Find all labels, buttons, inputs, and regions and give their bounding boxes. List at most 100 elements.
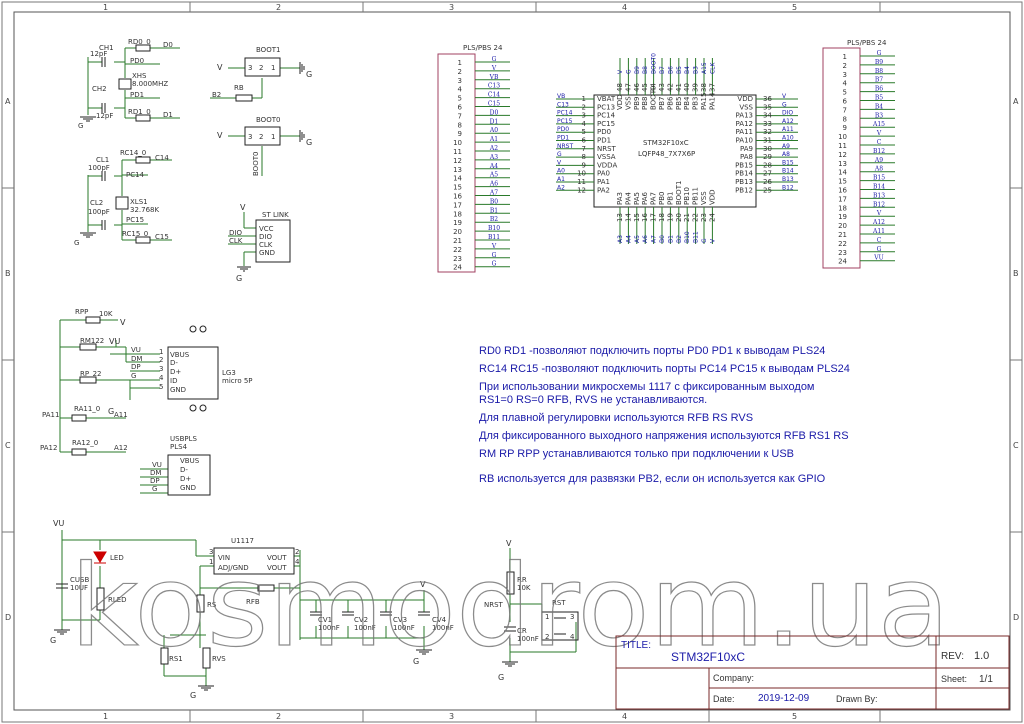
cr-value: 100nF bbox=[517, 635, 539, 643]
usb-pin-3: 3 bbox=[159, 365, 163, 373]
ch2-value: 12pF bbox=[96, 112, 113, 120]
mcu-pin-num-35: 35 bbox=[763, 103, 772, 111]
mcu-pin-pb14: PB14 bbox=[735, 170, 753, 178]
mcu-net-11: A1 bbox=[557, 176, 565, 183]
header-right-net-1: G bbox=[877, 50, 882, 57]
header-left-net-10: A1 bbox=[489, 136, 498, 143]
title-value: STM32F10xC bbox=[671, 650, 746, 664]
boot-v1: V bbox=[217, 63, 223, 72]
mcu-pin-vdd: VDD bbox=[616, 94, 624, 110]
rc14-label: RC14_0 bbox=[120, 149, 146, 157]
header-right-pin-18: 18 bbox=[838, 204, 847, 212]
mcu-net-4: PC15 bbox=[557, 118, 573, 125]
stlink-pin-clk: CLK bbox=[259, 241, 273, 249]
rst-pin-1: 1 bbox=[545, 613, 549, 621]
cv1-value: 100nF bbox=[318, 624, 340, 632]
cv4-label: CV4 bbox=[432, 616, 447, 624]
header-left-net-13: A4 bbox=[489, 163, 498, 170]
mcu-pin-num-46: 46 bbox=[633, 83, 641, 92]
pwr-g1: G bbox=[50, 636, 56, 645]
osc1-gnd: G bbox=[78, 122, 83, 130]
usb-pin-dm: D- bbox=[170, 359, 178, 367]
pls-pin-dp: D+ bbox=[180, 475, 191, 483]
mcu-pin-num-5: 5 bbox=[582, 128, 586, 136]
mcu-pin-pb3: PB3 bbox=[692, 97, 700, 110]
cl1-value: 100pF bbox=[88, 164, 110, 172]
mcu-pin-num-2: 2 bbox=[582, 103, 586, 111]
mcu-net-7: NRST bbox=[557, 143, 573, 150]
row-label-a-r: A bbox=[1013, 97, 1019, 106]
mcu-net-5: PD0 bbox=[557, 126, 569, 133]
ch1-value: 12pF bbox=[90, 50, 107, 58]
mcu-net-38: A15 bbox=[701, 62, 708, 74]
header-right-net-13: A9 bbox=[874, 157, 883, 164]
header-left-net-3: VB bbox=[489, 74, 499, 81]
mcu-pin-vbat: VBAT bbox=[597, 95, 616, 103]
mcu-net-6: PD1 bbox=[557, 135, 569, 142]
sheet-label: Sheet: bbox=[941, 674, 968, 684]
power-block: VU CUSB 10UF LED RLED U1117 VIN ADJ/GND … bbox=[50, 519, 454, 700]
header-left-title: PLS/PBS 24 bbox=[463, 44, 503, 52]
usbpls-label: USBPLS bbox=[170, 435, 197, 443]
mcu-pin-pc15: PC15 bbox=[597, 120, 615, 128]
header-right-net-19: V bbox=[876, 210, 882, 217]
mcu-pin-num-11: 11 bbox=[577, 178, 586, 186]
rev-label: REV: bbox=[941, 651, 964, 662]
boot0-net: BOOT0 bbox=[252, 152, 260, 176]
header-right-net-18: B12 bbox=[873, 201, 885, 208]
boot0-label: BOOT0 bbox=[256, 116, 280, 124]
mcu-pin-vss: VSS bbox=[739, 103, 753, 111]
rpp-label: RPP bbox=[75, 308, 88, 316]
mcu-pin-pa13: PA13 bbox=[736, 112, 753, 120]
header-right-net-5: B6 bbox=[875, 86, 883, 93]
row-label-b-r: B bbox=[1013, 269, 1019, 278]
mcu-net-43: B7 bbox=[659, 66, 666, 74]
boot1-label: BOOT1 bbox=[256, 46, 280, 54]
mcu-pin-pb8: PB8 bbox=[641, 97, 649, 110]
pls4-label: PLS4 bbox=[170, 443, 188, 451]
rvs-label: RVS bbox=[212, 655, 226, 663]
usb-pin-gnd: GND bbox=[170, 386, 186, 394]
rd1-label: RD1_0 bbox=[128, 108, 151, 116]
hse-oscillator-block bbox=[87, 47, 180, 119]
header-right-net-4: B7 bbox=[875, 77, 883, 84]
header-left-pin-22: 22 bbox=[453, 246, 462, 254]
header-right-pin-2: 2 bbox=[843, 62, 847, 70]
note-rb: RB используется для развязки PB2, если о… bbox=[479, 473, 826, 485]
note-usb: RM RP RPP устанавливаются только при под… bbox=[479, 448, 794, 460]
header-left-net-21: B11 bbox=[488, 234, 500, 241]
mcu-pin-num-38: 38 bbox=[700, 83, 708, 92]
mcu-pin-vdd: VDD bbox=[708, 189, 716, 205]
mcu-net-2: C13 bbox=[557, 101, 569, 108]
company-label: Company: bbox=[713, 673, 755, 683]
mcu-pin-pa7: PA7 bbox=[650, 192, 658, 205]
mcu-pin-pd1: PD1 bbox=[597, 137, 611, 145]
xls-value: 32.768K bbox=[130, 206, 159, 214]
col-label-3b: 3 bbox=[449, 712, 454, 721]
nrst-net: NRST bbox=[484, 601, 504, 609]
header-left-pin-10: 10 bbox=[453, 139, 462, 147]
mcu-pin-num-47: 47 bbox=[624, 83, 632, 92]
boot-g2: G bbox=[306, 138, 312, 147]
row-label-c: C bbox=[5, 441, 11, 450]
title-label: TITLE: bbox=[621, 640, 652, 651]
mcu-pin-num-34: 34 bbox=[763, 112, 772, 120]
header-left-pin-12: 12 bbox=[453, 157, 462, 165]
header-right-net-21: A11 bbox=[872, 228, 885, 235]
usb-conn-name: LG3 bbox=[222, 369, 236, 377]
row-label-d-r: D bbox=[1013, 613, 1019, 622]
mcu-net-19: B1 bbox=[667, 235, 674, 243]
usb-conn-type: micro 5P bbox=[222, 377, 253, 385]
rev-value: 1.0 bbox=[974, 650, 990, 662]
reg-name: U1117 bbox=[231, 537, 254, 545]
xhs-label: XHS bbox=[132, 72, 147, 80]
note-rd: RD0 RD1 -позволяют подключить порты PD0 … bbox=[479, 345, 826, 357]
header-left-pin-23: 23 bbox=[453, 255, 462, 263]
header-left-pin-17: 17 bbox=[453, 201, 462, 209]
header-left-pin-20: 20 bbox=[453, 228, 462, 236]
reg-num-2: 2 bbox=[295, 548, 299, 556]
header-right-net-3: B8 bbox=[875, 68, 883, 75]
reg-num-4: 4 bbox=[295, 558, 300, 566]
header-left-net-20: B10 bbox=[488, 225, 500, 232]
